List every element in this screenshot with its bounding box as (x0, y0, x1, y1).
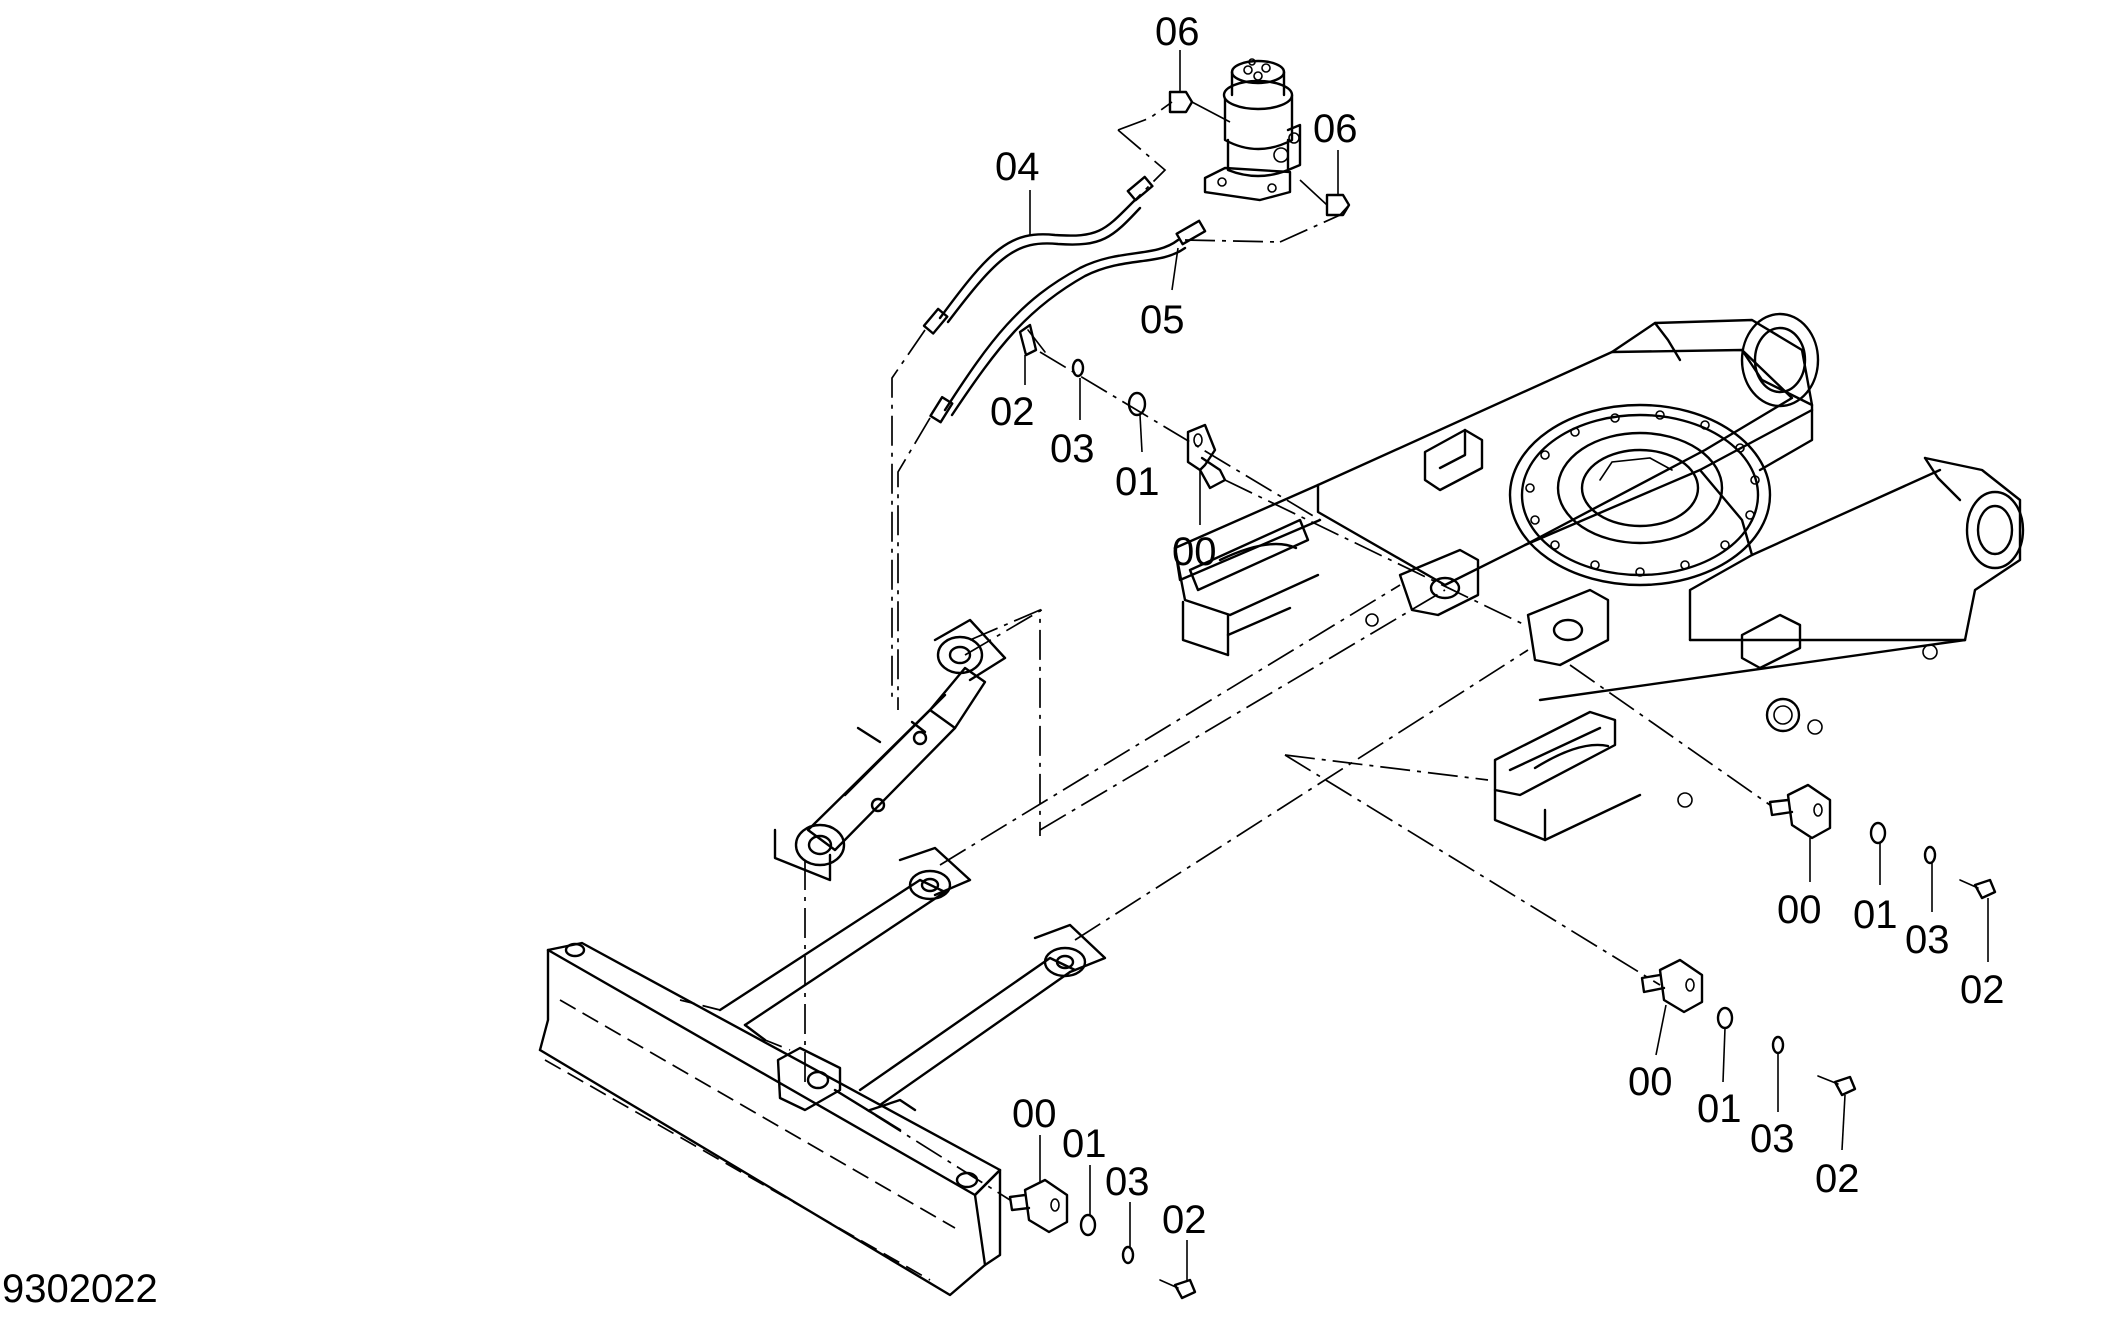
undercarriage-frame (1173, 312, 2025, 842)
callout-pin2-collar: 01 (1853, 893, 1898, 937)
arm-bracket-left (898, 846, 972, 897)
leader-lines (1024, 50, 1989, 1280)
callout-labels: 06 06 04 05 02 03 01 00 00 01 03 02 00 0… (990, 10, 2005, 1242)
callout-pin1-collar: 01 (1115, 460, 1160, 504)
callout-pin4-collar: 01 (1062, 1122, 1107, 1166)
callout-swivel-bolt-right: 06 (1313, 107, 1358, 151)
callout-pin3-bolt: 02 (1815, 1157, 1860, 1201)
dozer-cylinder (794, 635, 987, 867)
callout-pin3-washer: 03 (1750, 1117, 1795, 1161)
swivel-joint (1203, 58, 1302, 202)
cylinder-base-bracket (773, 828, 832, 882)
callout-pin4-pin: 00 (1012, 1092, 1057, 1136)
callout-pin1-bolt: 02 (990, 390, 1035, 434)
callout-pin3-collar: 01 (1697, 1087, 1742, 1131)
hose-05 (929, 219, 1207, 424)
drawing-number: 9302022 (2, 1267, 158, 1311)
cylinder-rod-bracket (933, 618, 1007, 682)
callout-pin2-washer: 03 (1905, 918, 1950, 962)
assembly-lines (679, 101, 1771, 1201)
arm-bracket-right (1033, 923, 1107, 974)
swivel-fitting-right (1299, 179, 1351, 217)
hose-04 (922, 175, 1154, 335)
pin-set-2 (1768, 783, 1997, 900)
pin-set-4 (1008, 1178, 1197, 1300)
dozer-blade (538, 941, 1002, 1297)
callout-pin3-pin: 00 (1628, 1060, 1673, 1104)
callout-swivel-bolt-top: 06 (1155, 10, 1200, 54)
callout-pin1-washer: 03 (1050, 427, 1095, 471)
callout-pin4-washer: 03 (1105, 1160, 1150, 1204)
callout-hose-b: 05 (1140, 298, 1185, 342)
callout-pin2-bolt: 02 (1960, 968, 2005, 1012)
swivel-fitting-top (1168, 90, 1231, 123)
callout-pin2-pin: 00 (1777, 888, 1822, 932)
callout-pin4-bolt: 02 (1162, 1198, 1207, 1242)
dozer-arms (718, 869, 1087, 1132)
callout-pin1-pin: 00 (1172, 530, 1217, 574)
pin-set-3 (1640, 958, 1857, 1097)
callout-hose-a: 04 (995, 145, 1040, 189)
